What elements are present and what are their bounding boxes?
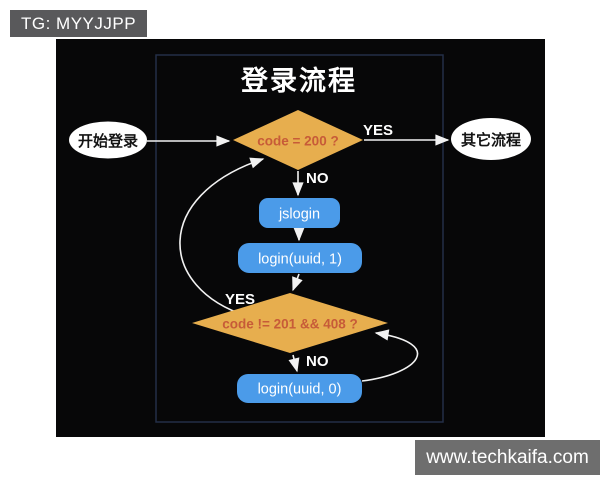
edge-decision2-to-login0 (288, 354, 300, 373)
login-uuid-1-process-shape (238, 243, 362, 273)
login-uuid-0-process-shape (237, 374, 362, 403)
start-terminal-label: 开始登录 (78, 132, 138, 150)
edge-decision2-yes-loop-to-decision1 (179, 157, 265, 317)
edge-label-no-top: NO (306, 170, 329, 187)
site-watermark-badge: www.techkaifa.com (415, 440, 600, 475)
login-uuid-0-process-label: login(uuid, 0) (258, 382, 342, 398)
other-flow-terminal-shape (451, 118, 531, 160)
decision1-label: code = 200 ? (257, 134, 338, 149)
edge-login1-to-decision2 (292, 273, 303, 292)
flowchart-title: 登录流程 (240, 66, 357, 96)
jslogin-process-shape (259, 198, 340, 228)
other-flow-terminal-label: 其它流程 (461, 131, 521, 149)
inner-frame-border (155, 54, 444, 423)
edge-label-yes-top: YES (363, 122, 393, 139)
login-uuid-1-process-label: login(uuid, 1) (258, 252, 342, 268)
start-terminal-shape (69, 121, 147, 159)
site-watermark-label: www.techkaifa.com (426, 446, 589, 468)
flowchart-canvas: 登录流程 YES NO YES NO 开始登录 其它流程 code = 200 … (56, 39, 545, 437)
tg-watermark-badge: TG: MYYJJPP (10, 10, 148, 37)
edge-label-yes-loop: YES (225, 291, 255, 308)
edge-login0-loop-to-decision2 (361, 329, 419, 382)
jslogin-process-label: jslogin (278, 207, 320, 223)
login-flowchart-svg: 登录流程 YES NO YES NO 开始登录 其它流程 code = 200 … (69, 54, 531, 423)
decision2-label: code != 201 && 408 ? (222, 317, 357, 332)
decision1-diamond-shape (233, 110, 363, 170)
tg-watermark-label: TG: MYYJJPP (21, 14, 137, 33)
decision2-diamond-shape (192, 293, 388, 353)
edge-label-no-bottom: NO (306, 353, 329, 370)
